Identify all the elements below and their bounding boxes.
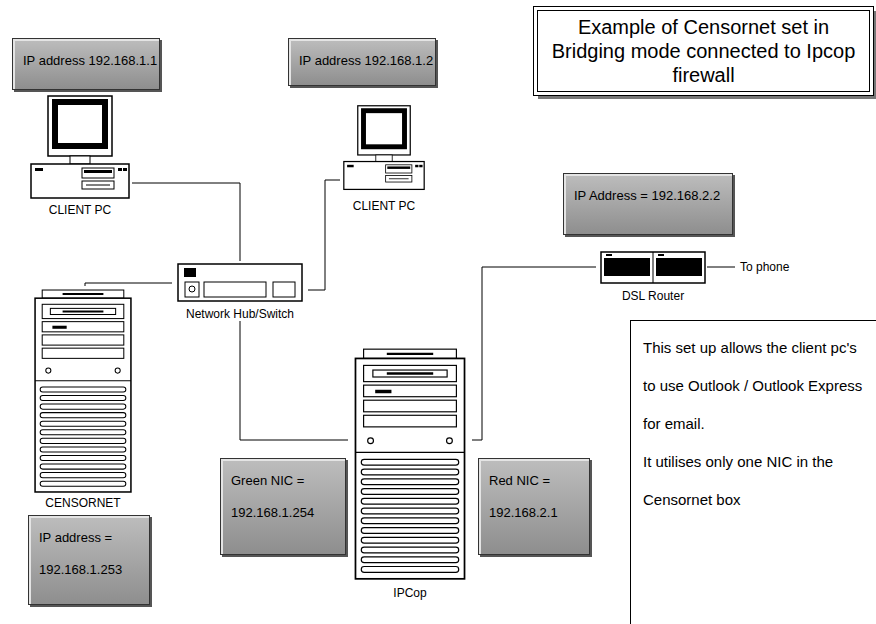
device-caption: Network Hub/Switch [152,307,328,321]
note-text: It utilises only one NIC in the Censorne… [643,443,866,519]
line-label: To phone [740,260,789,274]
nic-box: Green NIC = 192.168.1.254 [220,458,346,555]
network-cable [132,183,240,261]
network-cable [308,180,340,290]
address-box: IP Address = 192.168.2.2 [563,173,733,235]
title-frame: Example of Censornet set in Bridging mod… [537,10,870,92]
address-box: IP address 192.168.1.2 [288,38,436,86]
note-box: This set up allows the client pc's to us… [630,320,876,624]
nic-box: Red NIC = 192.168.2.1 [478,458,590,555]
address-text: IP address = 192.168.1.253 [39,522,141,586]
address-text: Red NIC = 192.168.2.1 [489,465,581,529]
device-caption: IPCop [328,586,492,600]
address-text: IP Address = 192.168.2.2 [574,180,724,212]
device-caption: CENSORNET [8,496,158,510]
device-caption: CLIENT PC [320,199,448,213]
network-cable [472,267,596,440]
diagram-title: Example of Censornet set in Bridging mod… [544,15,863,87]
address-text: IP address 192.168.1.2 [299,45,427,77]
network-cable [240,321,348,440]
network-cable [85,283,172,286]
device-caption: DSL Router [576,289,730,303]
ipcop-firewall: IPCop [348,344,472,600]
dsl-router: DSL Router [596,247,710,303]
address-text: IP address 192.168.1.1 [23,45,151,77]
address-box: IP address = 192.168.1.253 [28,515,150,605]
address-box: IP address 192.168.1.1 [12,38,160,90]
network-switch: Network Hub/Switch [172,261,308,321]
client-pc: CLIENT PC [340,98,428,213]
censornet-server: CENSORNET [28,286,138,510]
client-pc: CLIENT PC [28,93,132,217]
address-text: Green NIC = 192.168.1.254 [231,465,337,529]
device-caption: CLIENT PC [8,203,152,217]
note-text: This set up allows the client pc's to us… [643,329,866,443]
